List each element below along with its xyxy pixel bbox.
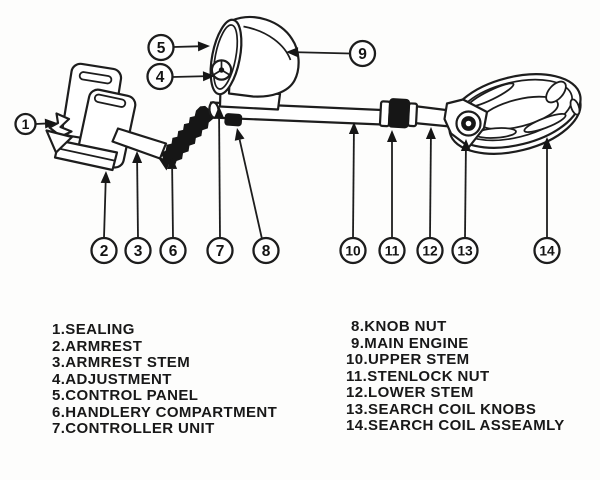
callout-arrowhead xyxy=(167,157,178,170)
stem-lock-nut xyxy=(378,98,419,129)
callout-arrowhead xyxy=(197,41,210,52)
callout-number: 6 xyxy=(169,243,178,260)
callout-number: 7 xyxy=(216,243,225,260)
callout-number: 14 xyxy=(539,243,555,258)
handle-grip xyxy=(158,105,214,171)
callout-arrowhead xyxy=(460,139,471,152)
main-engine-housing xyxy=(209,16,300,98)
callout-arrowhead xyxy=(132,151,143,164)
callout-number: 2 xyxy=(100,243,109,260)
callout-leader-line xyxy=(464,150,467,239)
armrest xyxy=(45,62,137,172)
callout-circle xyxy=(14,112,37,136)
legend-item: 7.CONTROLLER UNIT xyxy=(52,420,215,437)
callout-number: 4 xyxy=(156,69,165,86)
callout-13: 13 xyxy=(451,139,479,265)
callout-2: 2 xyxy=(90,171,118,265)
callout-arrowhead xyxy=(44,118,57,129)
callout-number: 13 xyxy=(457,243,473,258)
callout-12: 12 xyxy=(416,127,444,265)
callout-leader-line xyxy=(103,182,107,239)
callout-number: 9 xyxy=(358,46,367,63)
legend-item: 4.ADJUSTMENT xyxy=(52,370,172,388)
legend-item: 13.SEARCH COIL KNOBS xyxy=(346,400,537,418)
callout-9: 9 xyxy=(286,39,377,68)
callout-arrowhead xyxy=(202,71,215,82)
callout-leader-line xyxy=(429,138,432,239)
callout-circle xyxy=(451,236,479,265)
callout-leader-line xyxy=(173,45,199,48)
sealing-latch xyxy=(45,112,74,154)
callout-arrowhead xyxy=(348,122,359,135)
legend-item: 8.KNOB NUT xyxy=(351,318,447,335)
callout-14: 14 xyxy=(533,137,561,265)
callout-leader-line xyxy=(218,117,221,239)
callout-circle xyxy=(124,236,152,265)
legend-item: 11.STENLOCK NUT xyxy=(346,367,490,385)
callout-circle xyxy=(90,236,118,265)
legend-item: 14.SEARCH COIL ASSEAMLY xyxy=(346,417,565,434)
callout-arrowhead xyxy=(100,171,111,184)
callout-arrowhead xyxy=(425,127,436,140)
legend-item: 12.LOWER STEM xyxy=(346,384,474,401)
callout-number: 3 xyxy=(134,243,143,260)
callout-leader-line xyxy=(172,75,204,78)
callout-arrowhead xyxy=(234,128,245,141)
coil-bracket xyxy=(443,98,489,149)
legend-item: 9.MAIN ENGINE xyxy=(351,334,469,352)
callout-circle xyxy=(159,236,187,265)
callout-number: 11 xyxy=(385,243,400,258)
callout-arrowhead xyxy=(286,47,299,58)
legend-item: 10.UPPER STEM xyxy=(346,351,470,368)
callout-arrowhead xyxy=(387,130,397,142)
callout-leader-line xyxy=(238,139,263,240)
callout-arrowhead xyxy=(542,137,552,149)
callout-3: 3 xyxy=(124,151,152,265)
search-coil xyxy=(448,73,582,155)
callout-8: 8 xyxy=(234,128,280,265)
knob-nut xyxy=(224,113,243,127)
legend-item: 2.ARMREST xyxy=(52,337,143,355)
callout-circle xyxy=(533,236,561,265)
callout-arrowhead xyxy=(214,106,225,119)
callout-circle xyxy=(252,236,280,265)
callout-circle xyxy=(348,39,377,68)
callout-leader-line xyxy=(171,168,174,239)
callout-circle xyxy=(146,62,174,91)
callout-5: 5 xyxy=(147,33,210,62)
callout-leader-line xyxy=(297,51,351,55)
legend-item: 3.ARMREST STEM xyxy=(52,354,191,371)
callout-10: 10 xyxy=(339,122,367,265)
legend-item: 1.SEALING xyxy=(52,321,135,338)
callout-circle xyxy=(416,236,444,265)
callout-leader-line xyxy=(352,133,355,239)
callout-leader-line xyxy=(136,162,139,239)
callout-circle xyxy=(147,33,175,62)
callout-7: 7 xyxy=(206,106,234,265)
callout-circle xyxy=(378,236,406,265)
callout-11: 11 xyxy=(378,130,406,265)
callout-number: 5 xyxy=(157,40,166,57)
callout-1: 1 xyxy=(14,112,57,136)
callout-circle xyxy=(339,236,367,265)
callout-number: 1 xyxy=(22,116,30,132)
callout-circle xyxy=(206,236,234,265)
callout-6: 6 xyxy=(159,157,187,265)
callout-number: 8 xyxy=(262,243,271,260)
callout-4: 4 xyxy=(146,62,215,91)
adjustment-knob xyxy=(210,59,233,81)
legend-item: 5.CONTROL PANEL xyxy=(52,387,199,404)
callout-number: 12 xyxy=(422,243,438,258)
legend-item: 6.HANDLERY COMPARTMENT xyxy=(52,403,278,421)
callout-number: 10 xyxy=(345,243,361,258)
